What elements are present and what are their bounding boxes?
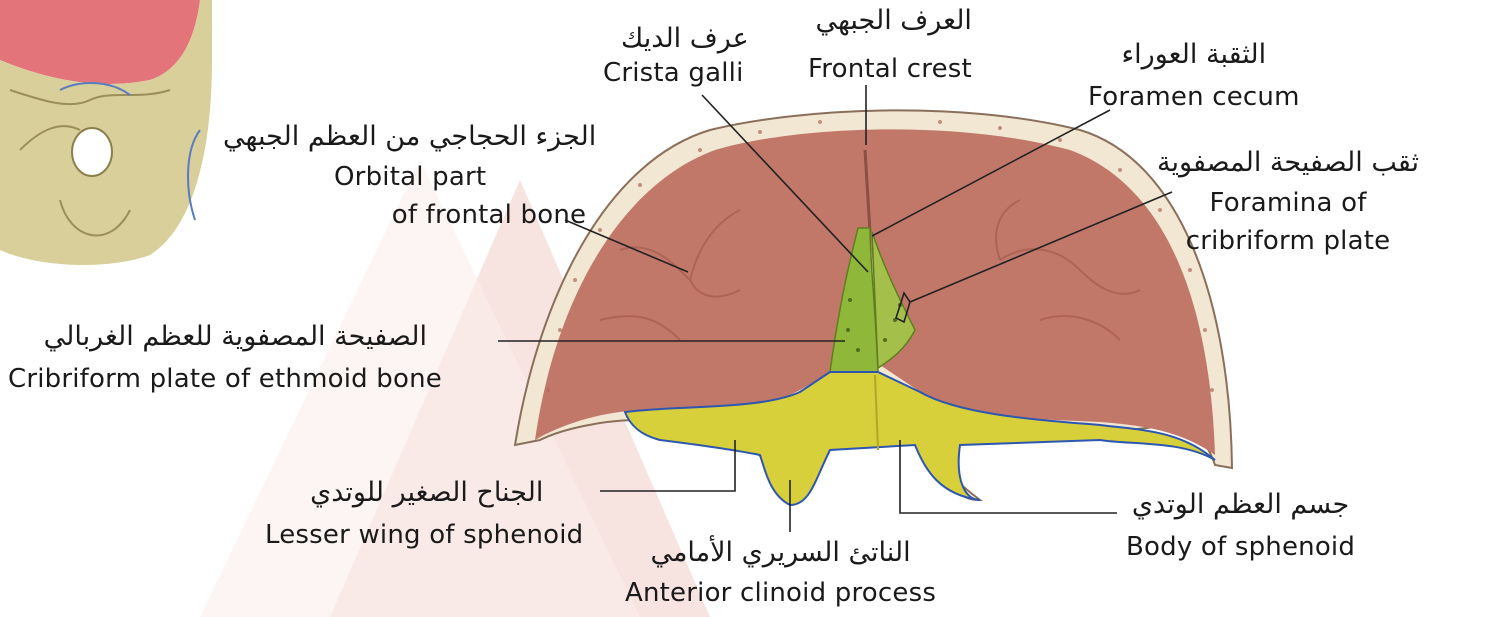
skull-inset [0,0,212,268]
foramen-cecum-label: الثقبة العوراء Foramen cecum [1088,38,1300,114]
anterior-clinoid-ar: الناتئ السريري الأمامي [625,536,936,570]
lesser-wing-label: الجناح الصغير للوتدي Lesser wing of sphe… [265,476,583,552]
orbital-part-label: الجزء الحجاجي من العظم الجبهي Orbital pa… [223,120,596,232]
orbital-part-en-2: of frontal bone [223,198,596,232]
anterior-clinoid-en: Anterior clinoid process [625,576,936,610]
frontal-crest-en: Frontal crest [808,52,972,86]
orbital-part-en-1: Orbital part [223,160,596,194]
frontal-crest-label: العرف الجبهي Frontal crest [808,4,972,86]
body-sphenoid-label: جسم العظم الوتدي Body of sphenoid [1126,488,1355,564]
foramina-cribriform-en-1: Foramina of [1157,186,1419,220]
frontal-crest-ar: العرف الجبهي [808,4,972,38]
lesser-wing-ar: الجناح الصغير للوتدي [265,476,583,510]
crista-galli-ar: عرف الديك [603,22,749,56]
foramina-cribriform-ar: ثقب الصفيحة المصفوية [1157,146,1419,180]
anterior-clinoid-label: الناتئ السريري الأمامي Anterior clinoid … [625,536,936,610]
lesser-wing-en: Lesser wing of sphenoid [265,518,583,552]
crista-galli-label: عرف الديك Crista galli [603,22,749,90]
orbital-part-ar: الجزء الحجاجي من العظم الجبهي [223,120,596,154]
cribriform-plate-ar: الصفيحة المصفوية للعظم الغربالي [8,320,442,354]
cribriform-plate-en: Cribriform plate of ethmoid bone [8,362,442,396]
cribriform-plate-label: الصفيحة المصفوية للعظم الغربالي Cribrifo… [8,320,442,396]
foramen-cecum-en: Foramen cecum [1088,80,1300,114]
body-sphenoid-ar: جسم العظم الوتدي [1126,488,1355,522]
foramina-cribriform-label: ثقب الصفيحة المصفوية Foramina of cribrif… [1157,146,1419,258]
foramina-cribriform-en-2: cribriform plate [1157,224,1419,258]
body-sphenoid-en: Body of sphenoid [1126,530,1355,564]
crista-galli-en: Crista galli [603,56,749,90]
foramen-cecum-ar: الثقبة العوراء [1088,38,1300,72]
